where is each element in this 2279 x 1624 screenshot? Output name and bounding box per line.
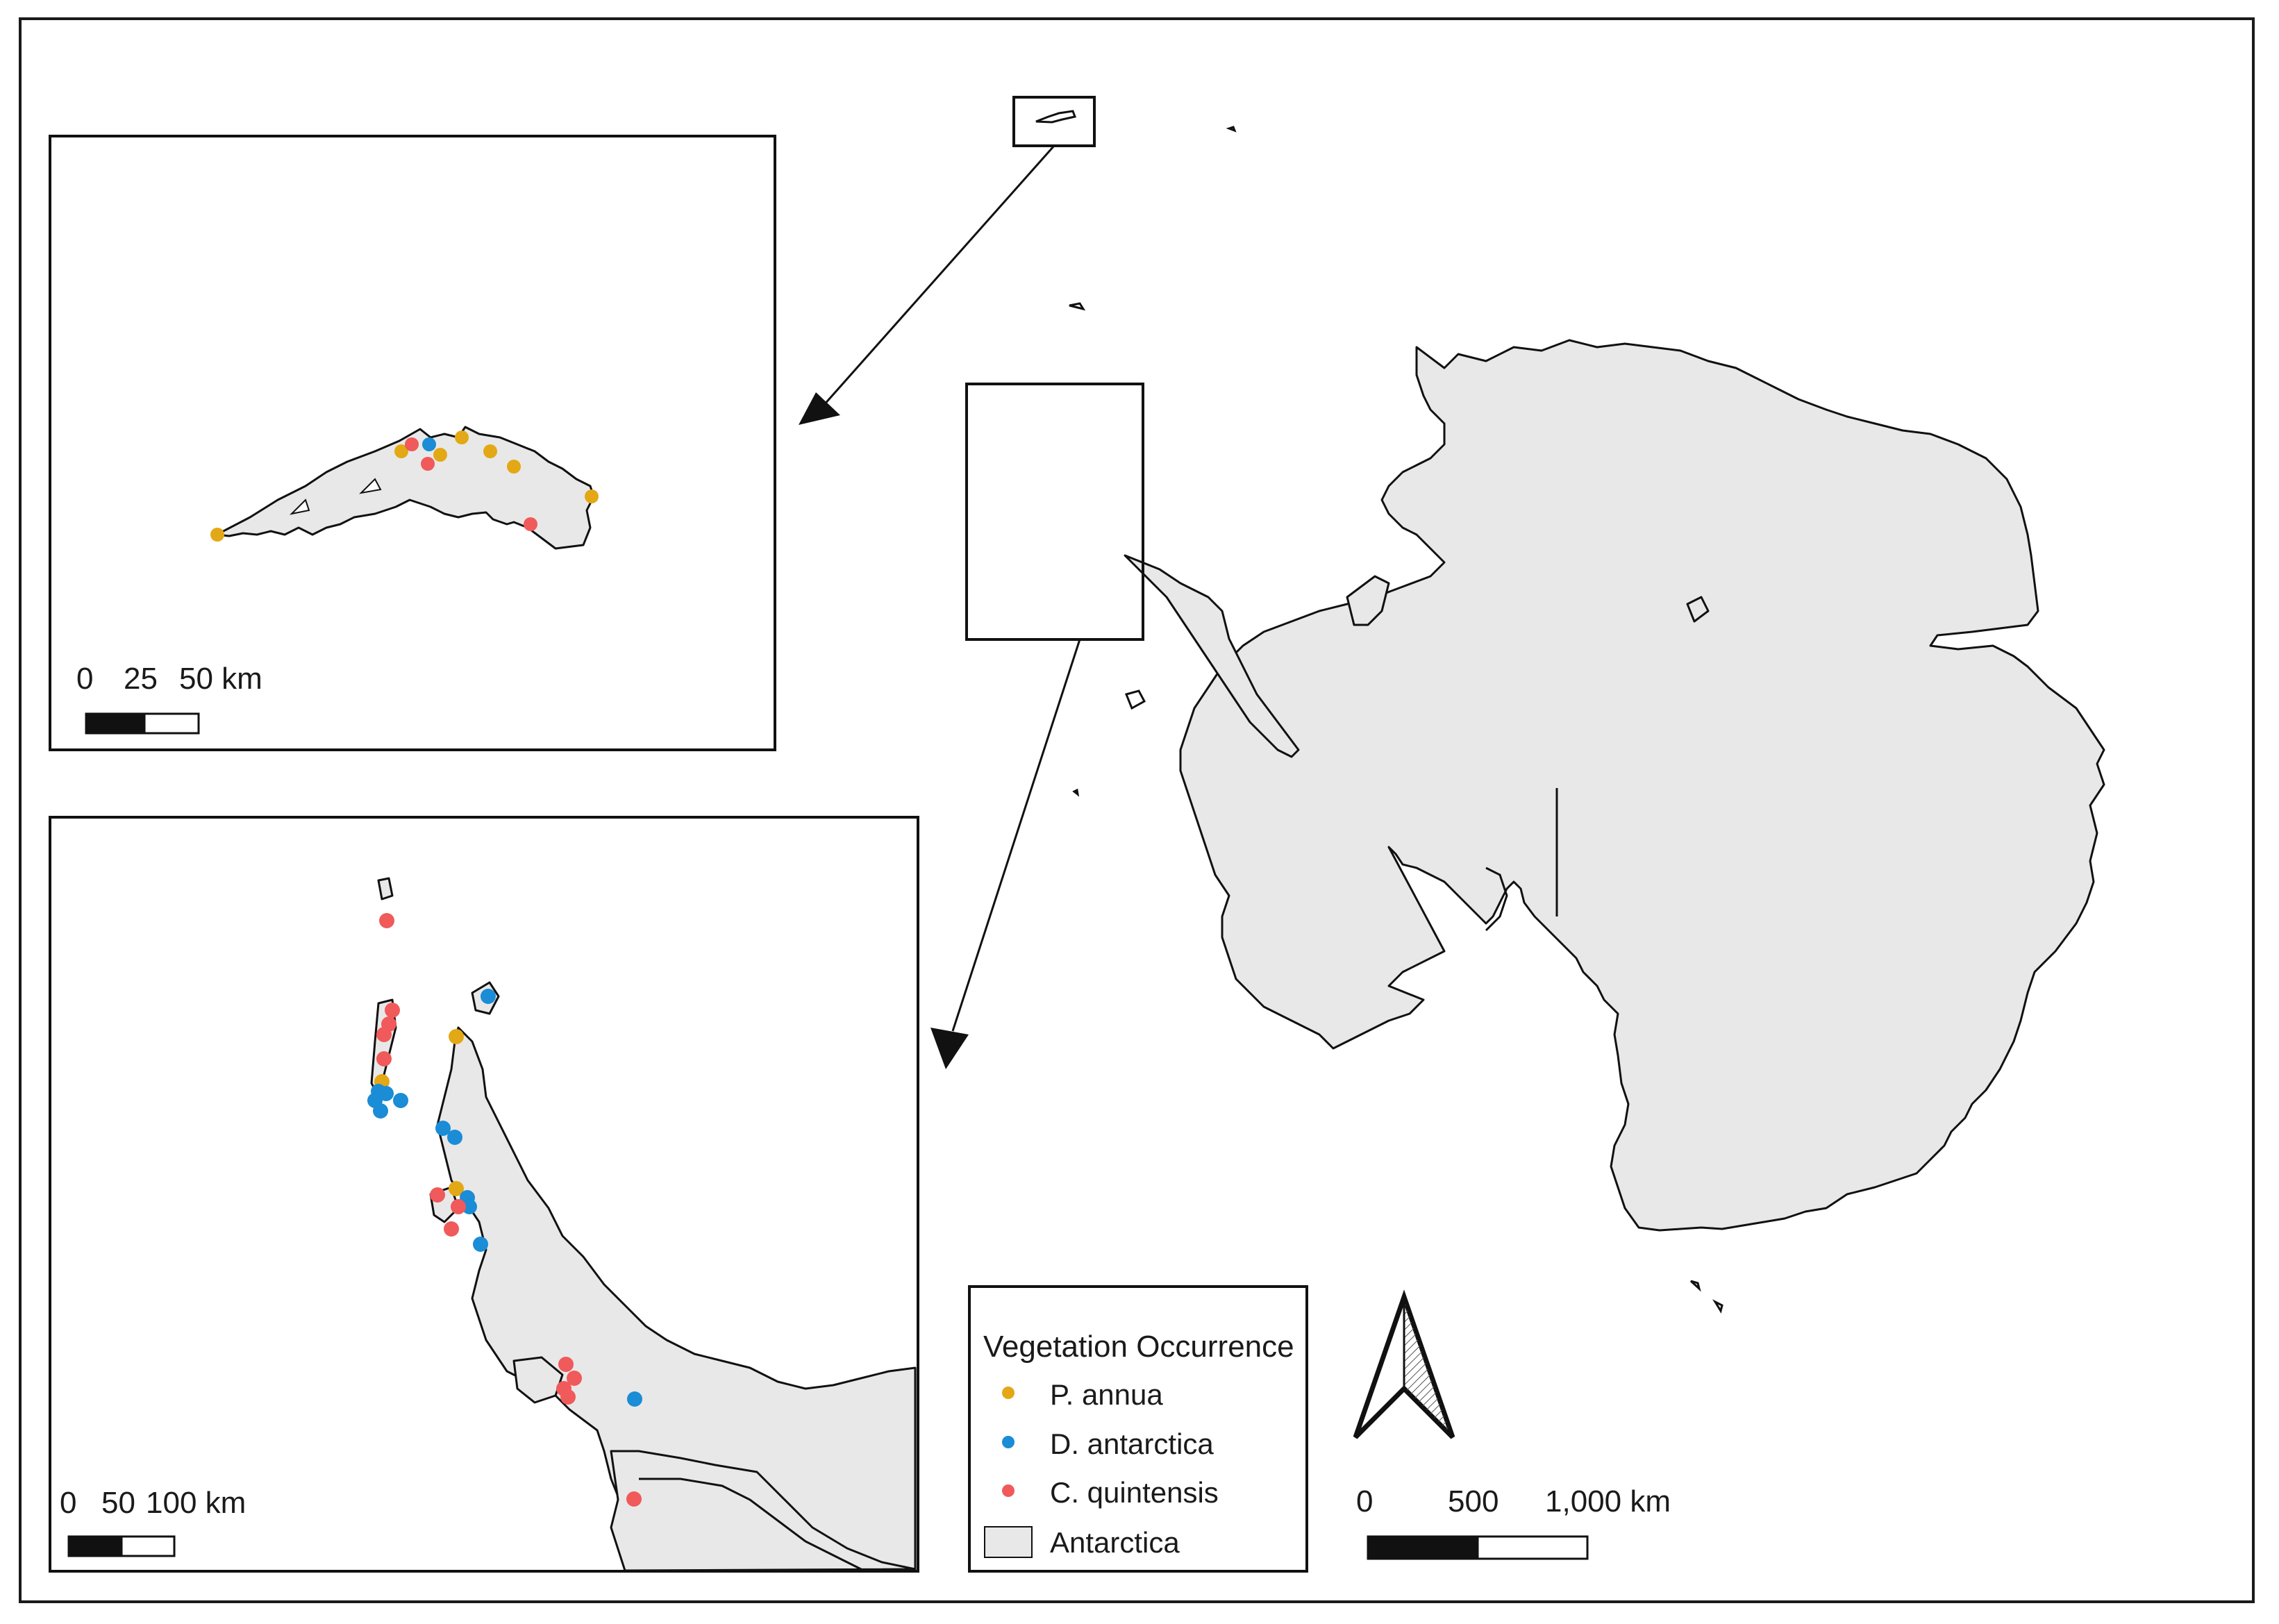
inset-south-georgia bbox=[49, 135, 776, 751]
arrow-head-top bbox=[799, 392, 840, 425]
arrow-head-bottom bbox=[930, 1028, 969, 1069]
scale-main-tick-1: 500 bbox=[1448, 1484, 1499, 1518]
small-island bbox=[1072, 788, 1080, 797]
scale-top-tick-2: 50 km bbox=[179, 662, 262, 696]
ice-shelf bbox=[1346, 575, 1390, 626]
small-island bbox=[1124, 689, 1146, 710]
arrow-line-bottom bbox=[951, 639, 1081, 1032]
legend-label-c-quintensis: C. quintensis bbox=[1050, 1476, 1219, 1509]
legend-swatch-antarctica bbox=[984, 1526, 1033, 1558]
point-p-annua bbox=[507, 460, 521, 474]
point-d-antarctica bbox=[422, 437, 436, 451]
scale-main-tick-2: 1,000 km bbox=[1545, 1484, 1671, 1518]
interior-outline bbox=[639, 1477, 862, 1571]
point-c-quintensis bbox=[560, 1389, 576, 1405]
scale-top-tick-1: 25 bbox=[124, 662, 158, 696]
south-georgia-landmass bbox=[215, 426, 595, 550]
point-d-antarctica bbox=[481, 989, 496, 1004]
occurrence-points-bottom bbox=[367, 913, 642, 1507]
point-d-antarctica bbox=[373, 1103, 388, 1119]
scale-bar-main-black bbox=[1367, 1535, 1479, 1560]
map-frame bbox=[19, 17, 2255, 1603]
point-p-annua bbox=[394, 444, 408, 458]
scale-bottom-tick-0: 0 bbox=[60, 1486, 77, 1520]
point-d-antarctica bbox=[393, 1093, 408, 1108]
antarctica-landmass bbox=[1179, 339, 2105, 1232]
inset-peninsula bbox=[49, 816, 919, 1573]
scale-bottom-tick-1: 50 bbox=[101, 1486, 135, 1520]
north-arrow-icon bbox=[1353, 1289, 1455, 1439]
small-island bbox=[1069, 302, 1086, 311]
legend-swatch-d-antarctica bbox=[1002, 1436, 1015, 1448]
scale-bar-top-black bbox=[85, 712, 146, 735]
point-c-quintensis bbox=[524, 517, 537, 531]
point-d-antarctica bbox=[462, 1199, 477, 1214]
locator-box-peninsula bbox=[965, 383, 1144, 641]
point-c-quintensis bbox=[430, 1187, 445, 1203]
point-c-quintensis bbox=[558, 1357, 574, 1372]
scale-main-tick-0: 0 bbox=[1356, 1484, 1374, 1518]
small-island bbox=[1689, 1280, 1701, 1292]
scale-bottom-tick-2: 100 km bbox=[146, 1486, 247, 1520]
legend-panel bbox=[968, 1285, 1308, 1573]
antarctic-peninsula bbox=[1124, 554, 1300, 758]
point-d-antarctica bbox=[447, 1130, 462, 1145]
point-p-annua bbox=[449, 1181, 464, 1196]
legend-label-p-annua: P. annua bbox=[1050, 1378, 1163, 1411]
point-d-antarctica bbox=[473, 1237, 488, 1252]
point-c-quintensis bbox=[444, 1221, 459, 1237]
point-c-quintensis bbox=[376, 1027, 392, 1042]
point-p-annua bbox=[585, 489, 599, 503]
antarctica-main bbox=[1069, 126, 2105, 1314]
scale-bar-main-white bbox=[1476, 1535, 1589, 1560]
scale-top-tick-0: 0 bbox=[76, 662, 94, 696]
small-island bbox=[1226, 126, 1237, 133]
island-south bbox=[512, 1356, 564, 1404]
point-p-annua bbox=[449, 1029, 464, 1044]
island-north bbox=[377, 877, 394, 901]
point-p-annua bbox=[433, 448, 447, 462]
point-p-annua bbox=[455, 430, 469, 444]
island-south bbox=[1686, 596, 1710, 623]
point-d-antarctica bbox=[378, 1086, 394, 1101]
legend-swatch-p-annua bbox=[1002, 1387, 1015, 1399]
ross-sea-coast bbox=[1485, 867, 1508, 932]
point-d-antarctica bbox=[627, 1391, 642, 1407]
arrow-line-top bbox=[821, 145, 1055, 407]
legend-title: Vegetation Occurrence bbox=[983, 1330, 1294, 1364]
scale-bar-bottom-white bbox=[120, 1535, 176, 1557]
point-c-quintensis bbox=[405, 437, 419, 451]
legend-label-d-antarctica: D. antarctica bbox=[1050, 1428, 1214, 1460]
point-c-quintensis bbox=[379, 913, 394, 928]
scale-bar-top-white bbox=[143, 712, 200, 735]
scale-bar-bottom-black bbox=[67, 1535, 123, 1557]
occurrence-points-top bbox=[210, 430, 599, 542]
point-d-antarctica bbox=[435, 1121, 451, 1136]
point-c-quintensis bbox=[626, 1491, 642, 1507]
south-georgia-outline bbox=[1035, 110, 1077, 124]
point-c-quintensis bbox=[376, 1051, 392, 1066]
point-c-quintensis bbox=[421, 457, 435, 471]
point-c-quintensis bbox=[567, 1371, 582, 1386]
point-p-annua bbox=[210, 528, 224, 542]
legend-swatch-c-quintensis bbox=[1002, 1484, 1015, 1497]
point-c-quintensis bbox=[385, 1003, 400, 1018]
small-island bbox=[1712, 1299, 1723, 1314]
point-c-quintensis bbox=[451, 1199, 466, 1214]
point-p-annua bbox=[483, 444, 497, 458]
legend-label-antarctica: Antarctica bbox=[1050, 1526, 1180, 1559]
